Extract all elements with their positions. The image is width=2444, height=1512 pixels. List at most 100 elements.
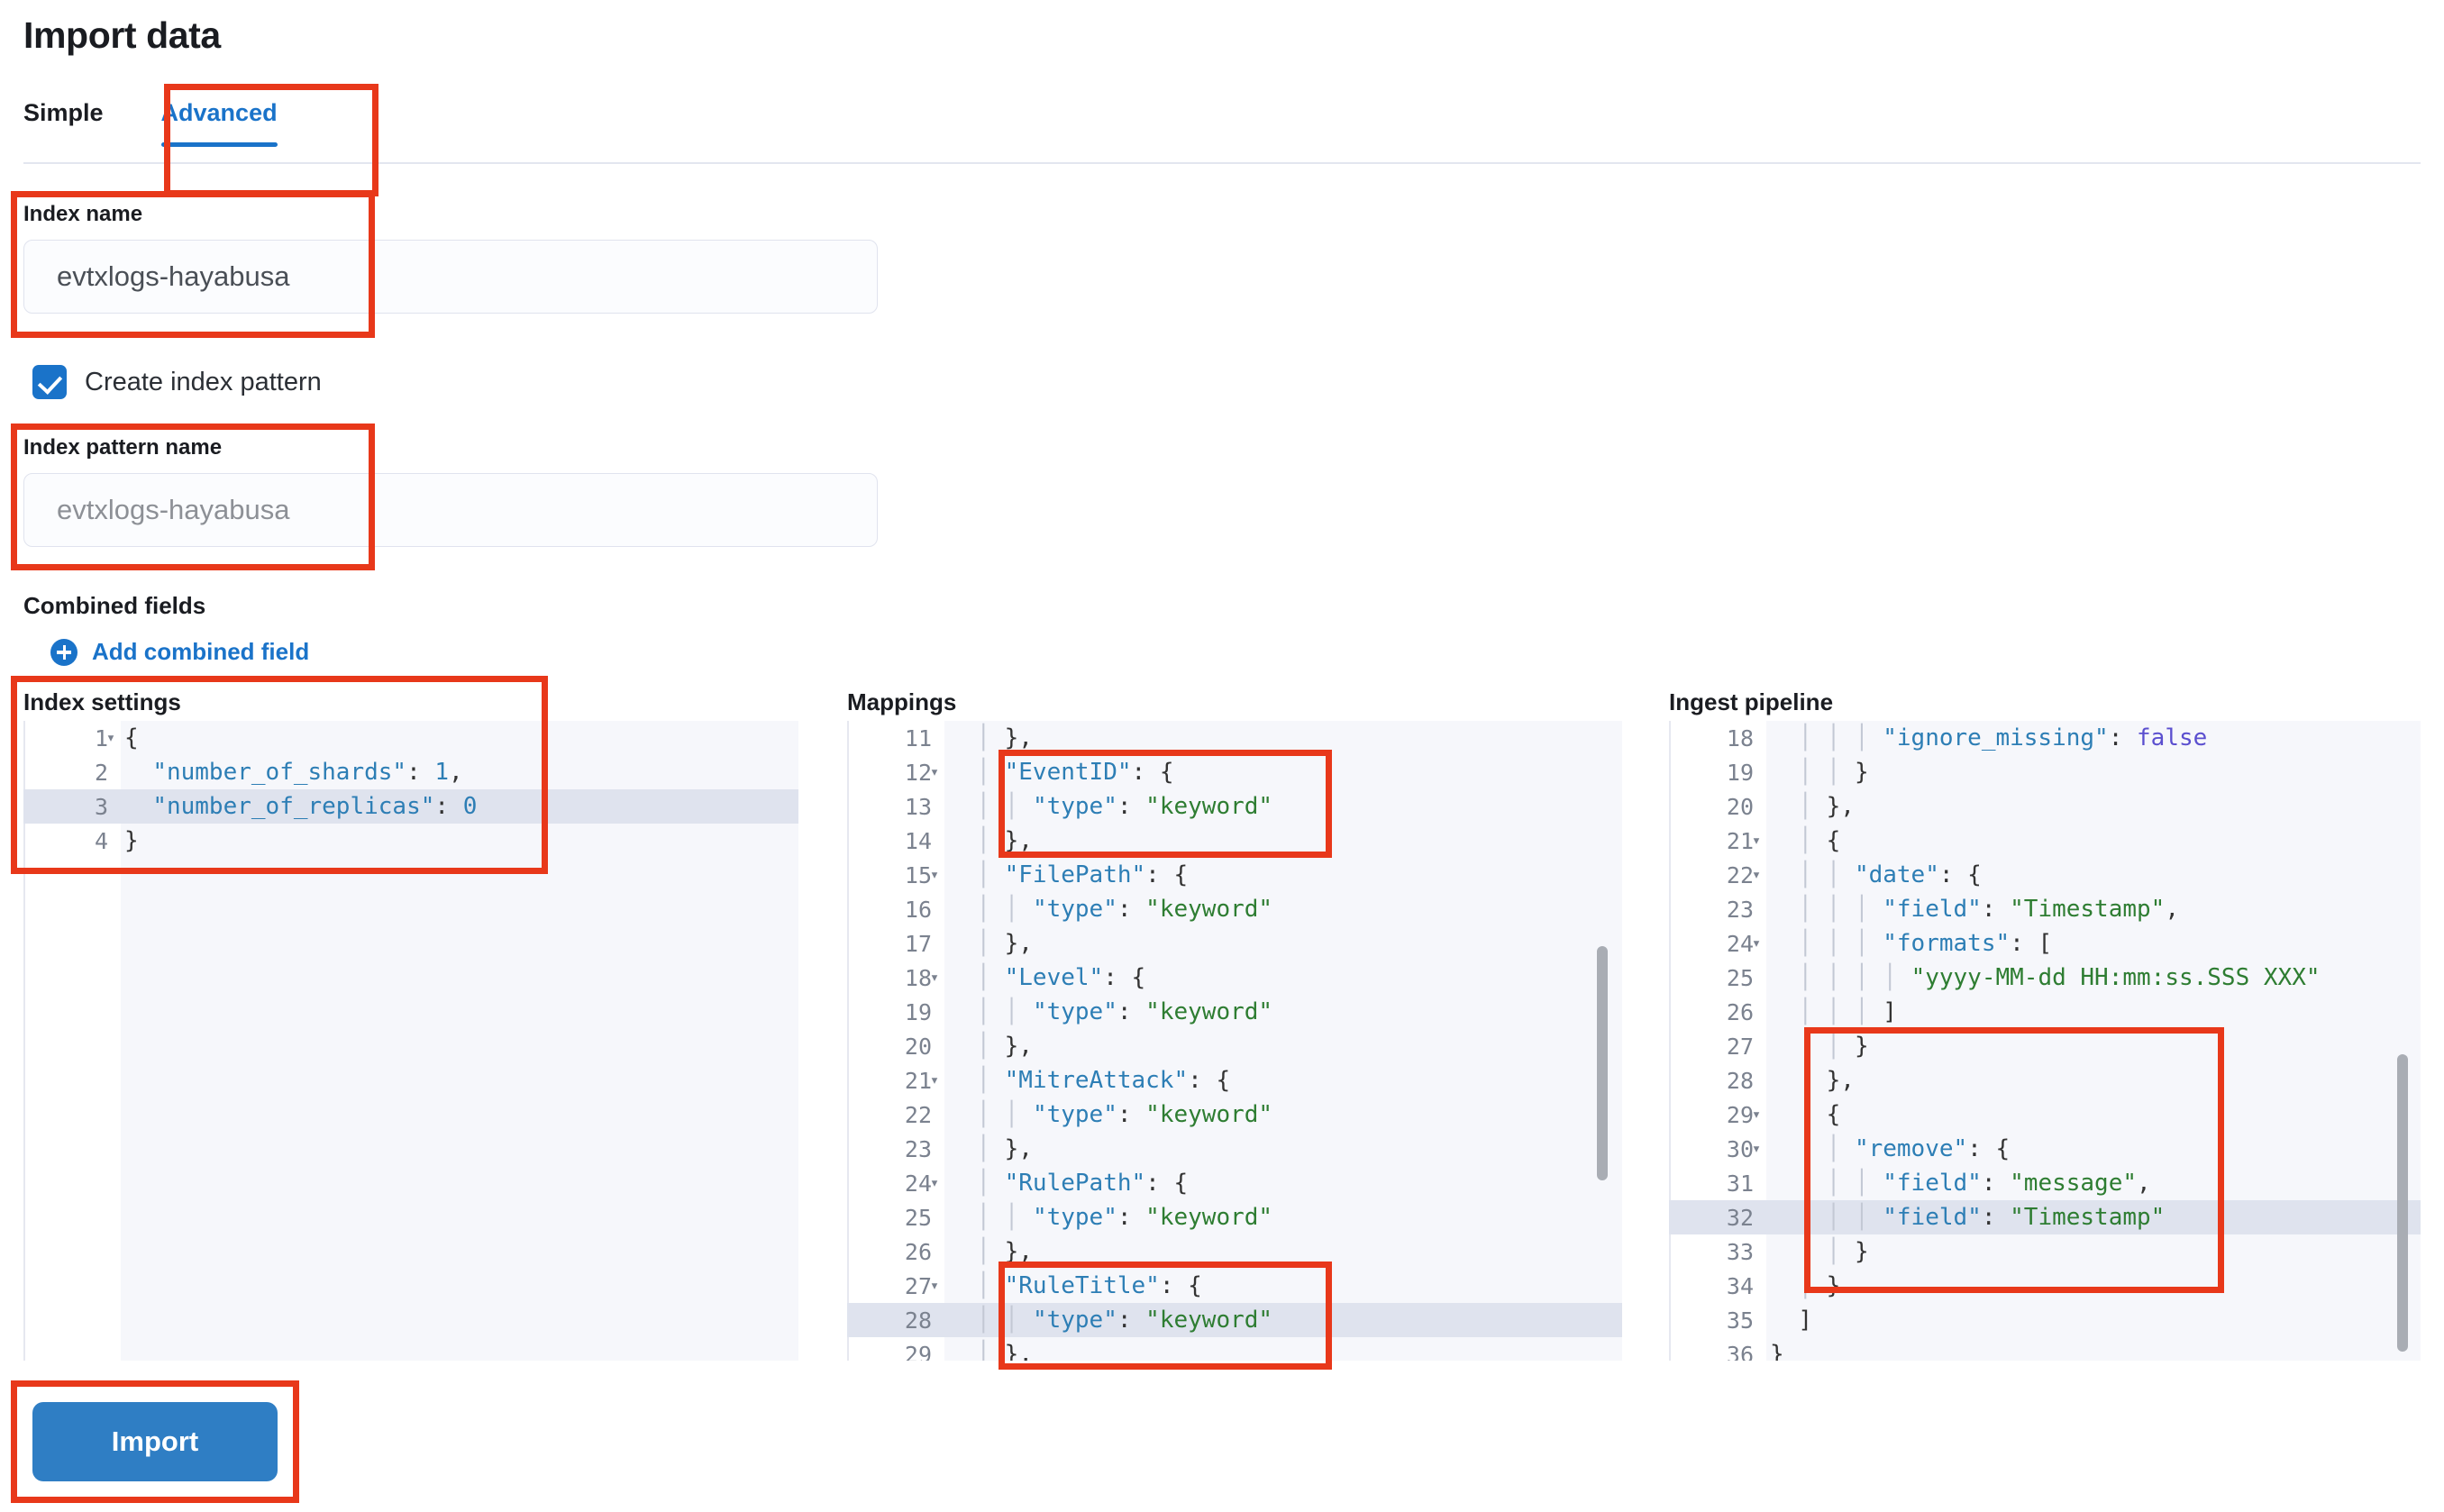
line-number: 21: [1726, 827, 1754, 854]
line-number: 15: [904, 861, 932, 888]
editor-gutter: [1669, 721, 1766, 1361]
code-line: 27▾ │ "RuleTitle": {: [847, 1269, 1622, 1303]
index-pattern-name-input[interactable]: evtxlogs-hayabusa: [23, 473, 878, 547]
line-number: 13: [904, 793, 932, 820]
line-number: 25: [1726, 964, 1754, 991]
line-number: 24: [1726, 930, 1754, 957]
code-line: 31 │ │ │ "field": "message",: [1669, 1166, 2421, 1200]
add-combined-field-label: Add combined field: [92, 638, 310, 665]
code-line: 3 "number_of_replicas": 0: [23, 789, 798, 824]
line-number: 25: [904, 1204, 932, 1231]
index-settings-editor[interactable]: 1▾{2 "number_of_shards": 1,3 "number_of_…: [23, 721, 798, 1361]
line-number: 16: [904, 896, 932, 923]
code-line: 33 │ │ }: [1669, 1234, 2421, 1269]
line-number: 20: [1726, 793, 1754, 820]
index-name-input[interactable]: evtxlogs-hayabusa: [23, 240, 878, 314]
mappings-editor[interactable]: 11 │ },12▾ │ "EventID": {13 │ │ "type": …: [847, 721, 1622, 1361]
code-line: 22 │ │ "type": "keyword": [847, 1098, 1622, 1132]
line-number: 17: [904, 930, 932, 957]
code-line: 20 │ },: [847, 1029, 1622, 1063]
create-index-pattern-row[interactable]: Create index pattern: [32, 365, 322, 399]
page-title: Import data: [23, 14, 221, 56]
line-number: 27: [904, 1272, 932, 1299]
code-line: 26 │ │ │ ]: [1669, 995, 2421, 1029]
line-number: 21: [904, 1067, 932, 1094]
code-line: 24▾ │ │ │ "formats": [: [1669, 926, 2421, 961]
index-settings-title: Index settings: [23, 688, 181, 715]
line-number: 24: [904, 1170, 932, 1197]
line-number: 33: [1726, 1238, 1754, 1265]
code-line: 15▾ │ "FilePath": {: [847, 858, 1622, 892]
code-line: 18▾ │ "Level": {: [847, 961, 1622, 995]
line-number: 3: [23, 793, 121, 820]
code-line: 27 │ │ }: [1669, 1029, 2421, 1063]
code-line: 4}: [23, 824, 798, 858]
code-line: 19 │ │ "type": "keyword": [847, 995, 1622, 1029]
mappings-title: Mappings: [847, 688, 957, 715]
create-index-pattern-label: Create index pattern: [85, 367, 322, 396]
import-button[interactable]: Import: [32, 1402, 278, 1481]
line-number: 18: [904, 964, 932, 991]
line-number: 22: [904, 1101, 932, 1128]
mappings-scrollbar[interactable]: [1597, 946, 1608, 1180]
code-line: 29 │ },: [847, 1337, 1622, 1361]
code-line: 25 │ │ "type": "keyword": [847, 1200, 1622, 1234]
line-number: 26: [904, 1238, 932, 1265]
line-number: 23: [904, 1135, 932, 1162]
index-name-label: Index name: [23, 202, 143, 226]
combined-fields-label: Combined fields: [23, 592, 206, 619]
code-line: 35 ]: [1669, 1303, 2421, 1337]
line-number: 29: [1726, 1101, 1754, 1128]
add-combined-field-button[interactable]: Add combined field: [50, 638, 309, 666]
line-number: 19: [904, 998, 932, 1025]
tab-simple[interactable]: Simple: [23, 99, 104, 126]
index-pattern-name-label: Index pattern name: [23, 435, 223, 460]
tab-bar: Simple Advanced: [23, 94, 306, 147]
code-line: 30▾ │ │ "remove": {: [1669, 1132, 2421, 1166]
line-number: 11: [904, 724, 932, 751]
tab-advanced[interactable]: Advanced: [132, 94, 306, 147]
line-number: 4: [94, 827, 108, 854]
code-line: 36}: [1669, 1337, 2421, 1361]
code-line: 22▾ │ │ "date": {: [1669, 858, 2421, 892]
code-line: 23 │ │ │ "field": "Timestamp",: [1669, 892, 2421, 926]
line-number: 36: [1726, 1341, 1754, 1362]
line-number: 34: [1726, 1272, 1754, 1299]
line-number: 14: [904, 827, 932, 854]
code-line: 24▾ │ "RulePath": {: [847, 1166, 1622, 1200]
code-line: 16 │ │ "type": "keyword": [847, 892, 1622, 926]
editor-gutter: [23, 721, 121, 1361]
plus-circle-icon: [50, 638, 78, 666]
tab-divider: [23, 162, 2421, 164]
code-line: 14 │ },: [847, 824, 1622, 858]
code-line: 17 │ },: [847, 926, 1622, 961]
line-number: 32: [1669, 1204, 1766, 1231]
line-number: 12: [904, 759, 932, 786]
line-number: 20: [904, 1033, 932, 1060]
code-line: 12▾ │ "EventID": {: [847, 755, 1622, 789]
code-line: 28 │ │ "type": "keyword": [847, 1303, 1622, 1337]
create-index-pattern-checkbox[interactable]: [32, 365, 67, 399]
code-line: 18 │ │ │ "ignore_missing": false: [1669, 721, 2421, 755]
line-number: 28: [847, 1307, 944, 1334]
code-line: 34 │ }: [1669, 1269, 2421, 1303]
line-number: 22: [1726, 861, 1754, 888]
code-line: 2 "number_of_shards": 1,: [23, 755, 798, 789]
code-line: 21▾ │ {: [1669, 824, 2421, 858]
code-line: 25 │ │ │ │ "yyyy-MM-dd HH:mm:ss.SSS XXX": [1669, 961, 2421, 995]
code-line: 26 │ },: [847, 1234, 1622, 1269]
line-number: 30: [1726, 1135, 1754, 1162]
line-number: 1: [94, 724, 108, 751]
line-number: 26: [1726, 998, 1754, 1025]
code-line: 29▾ │ {: [1669, 1098, 2421, 1132]
line-number: 18: [1726, 724, 1754, 751]
code-line: 1▾{: [23, 721, 798, 755]
code-line: 28 │ },: [1669, 1063, 2421, 1098]
code-line: 13 │ │ "type": "keyword": [847, 789, 1622, 824]
code-line: 19 │ │ }: [1669, 755, 2421, 789]
line-number: 27: [1726, 1033, 1754, 1060]
ingest-pipeline-scrollbar[interactable]: [2397, 1054, 2408, 1352]
